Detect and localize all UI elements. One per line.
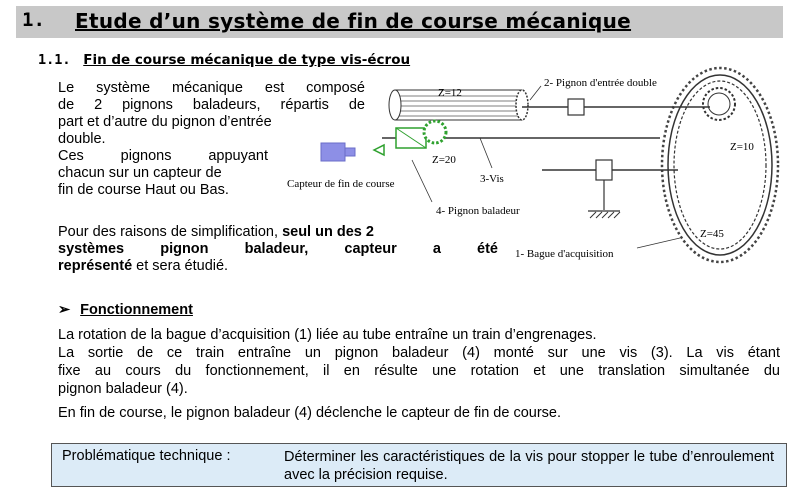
mechanism-diagram: Z=12 Z=20 Z=10 Z=45 2- Pignon d'entrée d…	[287, 66, 780, 264]
fonctionnement-heading: ➢ Fonctionnement	[58, 302, 193, 318]
gear-z10	[702, 87, 736, 121]
label-z12: Z=12	[438, 87, 462, 99]
label-z20: Z=20	[432, 154, 456, 166]
simplification-line-2: systèmes pignon baladeur, capteur a été	[58, 241, 498, 257]
ground-hatch	[589, 211, 621, 219]
simplification-normal-1: Pour des raisons de simplification,	[58, 224, 283, 240]
label-z10: Z=10	[730, 141, 754, 153]
intro-line-3: part et d’autre du pignon d’entrée	[58, 114, 272, 130]
fonctionnement-line-1: La rotation de la bague d’acquisition (1…	[58, 327, 597, 343]
section-heading-bar: 1. Etude d’un système de fin de course m…	[16, 6, 783, 38]
acquisition-ring	[660, 66, 780, 264]
intro-line-5: Ces pignons appuyant	[58, 148, 268, 164]
fonctionnement-line-4: pignon baladeur (4).	[58, 381, 188, 397]
simplification-line-3: représenté et sera étudié.	[58, 258, 228, 275]
fonctionnement-line-5: En fin de course, le pignon baladeur (4)…	[58, 405, 561, 421]
intro-line-6: chacun sur un capteur de	[58, 165, 222, 181]
label-capteur: Capteur de fin de course	[287, 178, 395, 190]
intro-line-7: fin de course Haut ou Bas.	[58, 182, 229, 198]
simplification-bold-3: représenté	[58, 258, 133, 274]
simplification-normal-3: et sera étudié.	[132, 258, 229, 274]
intro-line-1: Le système mécanique est composé	[58, 80, 365, 96]
gear-z12	[388, 89, 529, 121]
subsection-number: 1.1.	[38, 52, 71, 68]
bearings	[567, 98, 620, 212]
screw-and-pinion	[372, 119, 448, 157]
label-pignon-entree: 2- Pignon d'entrée double	[544, 77, 657, 89]
label-pignon-baladeur: 4- Pignon baladeur	[436, 205, 520, 217]
subsection-heading: 1.1. Fin de course mécanique de type vis…	[38, 52, 410, 68]
problematique-label: Problématique technique :	[62, 448, 231, 464]
problematique-box: Problématique technique : Déterminer les…	[51, 443, 787, 487]
simplification-bold-1: seul un des 2	[282, 224, 374, 240]
section-title: Etude d’un système de fin de course méca…	[75, 9, 632, 33]
bullet-arrow-icon: ➢	[58, 302, 71, 318]
label-z45: Z=45	[700, 228, 724, 240]
diagram-labels: Z=12 Z=20 Z=10 Z=45 2- Pignon d'entrée d…	[287, 77, 754, 260]
fonctionnement-line-3: fixe au cours du fonctionnement, il en r…	[58, 363, 780, 379]
intro-line-2: de 2 pignons baladeurs, répartis de	[58, 97, 365, 113]
label-bague: 1- Bague d'acquisition	[515, 248, 614, 260]
fonctionnement-label: Fonctionnement	[80, 302, 193, 318]
label-vis: 3-Vis	[480, 173, 504, 185]
section-number: 1.	[22, 9, 45, 31]
limit-sensor	[320, 142, 356, 162]
leader-lines	[411, 85, 681, 249]
simplification-line-1: Pour des raisons de simplification, seul…	[58, 224, 374, 241]
fonctionnement-line-2: La sortie de ce train entraîne un pignon…	[58, 345, 780, 361]
problematique-text: Déterminer les caractéristiques de la vi…	[284, 449, 774, 483]
subsection-title: Fin de course mécanique de type vis-écro…	[83, 52, 411, 68]
intro-line-4: double.	[58, 131, 106, 147]
